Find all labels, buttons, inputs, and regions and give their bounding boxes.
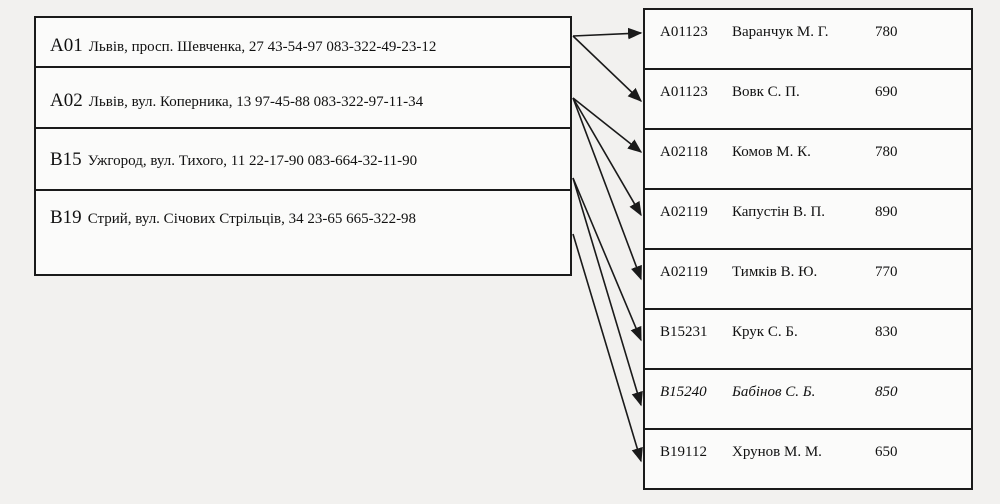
employee-value: 890	[875, 204, 898, 220]
employee-row: B19112 Хрунов М. М. 650	[645, 430, 971, 490]
employee-name: Хрунов М. М.	[732, 444, 822, 460]
department-code: A01	[50, 35, 83, 56]
link-arrow	[572, 177, 643, 407]
department-code: B19	[50, 207, 82, 228]
department-row: B15 Ужгород, вул. Тихого, 11 22-17-90 083…	[36, 129, 570, 191]
department-info: Львів, просп. Шевченка, 27 43-54-97 083-…	[88, 39, 437, 55]
link-arrow	[572, 97, 643, 153]
employee-row: A01123 Вовк С. П. 690	[645, 70, 971, 130]
link-arrow	[572, 233, 643, 463]
employee-value: 830	[875, 324, 898, 340]
employee-code: B15240	[660, 384, 707, 400]
department-row: A02 Львів, вул. Коперника, 13 97-45-88 08…	[36, 68, 570, 129]
employee-row: A02119 Капустін В. П. 890	[645, 190, 971, 250]
employee-value: 780	[875, 24, 898, 40]
employee-name: Тимків В. Ю.	[732, 264, 818, 280]
employee-name: Варанчук М. Г.	[732, 24, 829, 40]
employee-name: Крук С. Б.	[732, 324, 798, 340]
employee-code: A02118	[660, 144, 708, 160]
employee-code: A01123	[660, 24, 708, 40]
employee-code: A02119	[660, 264, 708, 280]
employee-value: 650	[875, 444, 898, 460]
department-info: Стрий, вул. Січових Стрільців, 34 23-65 …	[87, 211, 417, 227]
link-arrow	[572, 97, 642, 217]
employees-table: A01123 Варанчук М. Г. 780 A01123 Вовк С.…	[643, 8, 973, 490]
link-arrow	[572, 177, 642, 342]
employee-value: 770	[875, 264, 898, 280]
department-code: B15	[50, 149, 82, 170]
employee-code: A02119	[660, 204, 708, 220]
employee-value: 780	[875, 144, 898, 160]
department-row: B19 Стрий, вул. Січових Стрільців, 34 23-…	[36, 191, 570, 274]
employee-row: A02119 Тимків В. Ю. 770	[645, 250, 971, 310]
department-info: Львів, вул. Коперника, 13 97-45-88 083-3…	[88, 94, 424, 110]
employee-row: B15231 Крук С. Б. 830	[645, 310, 971, 370]
employee-value: 690	[875, 84, 898, 100]
employee-row: B15240 Бабінов С. Б. 850	[645, 370, 971, 430]
department-code: A02	[50, 90, 83, 111]
employee-row: A01123 Варанчук М. Г. 780	[645, 10, 971, 70]
link-arrow	[572, 97, 642, 281]
department-row: A01 Львів, просп. Шевченка, 27 43-54-97 0…	[36, 18, 570, 68]
link-arrow	[572, 27, 643, 40]
department-info: Ужгород, вул. Тихого, 11 22-17-90 083-66…	[87, 153, 418, 169]
departments-table: A01 Львів, просп. Шевченка, 27 43-54-97 0…	[34, 16, 572, 276]
employee-row: A02118 Комов М. К. 780	[645, 130, 971, 190]
employee-value: 850	[875, 384, 898, 400]
employee-name: Капустін В. П.	[732, 204, 826, 220]
employee-name: Вовк С. П.	[732, 84, 800, 100]
link-arrow	[572, 35, 643, 102]
employee-name: Бабінов С. Б.	[732, 384, 816, 400]
employee-code: A01123	[660, 84, 708, 100]
employee-code: B19112	[660, 444, 707, 460]
employee-name: Комов М. К.	[732, 144, 811, 160]
employee-code: B15231	[660, 324, 708, 340]
